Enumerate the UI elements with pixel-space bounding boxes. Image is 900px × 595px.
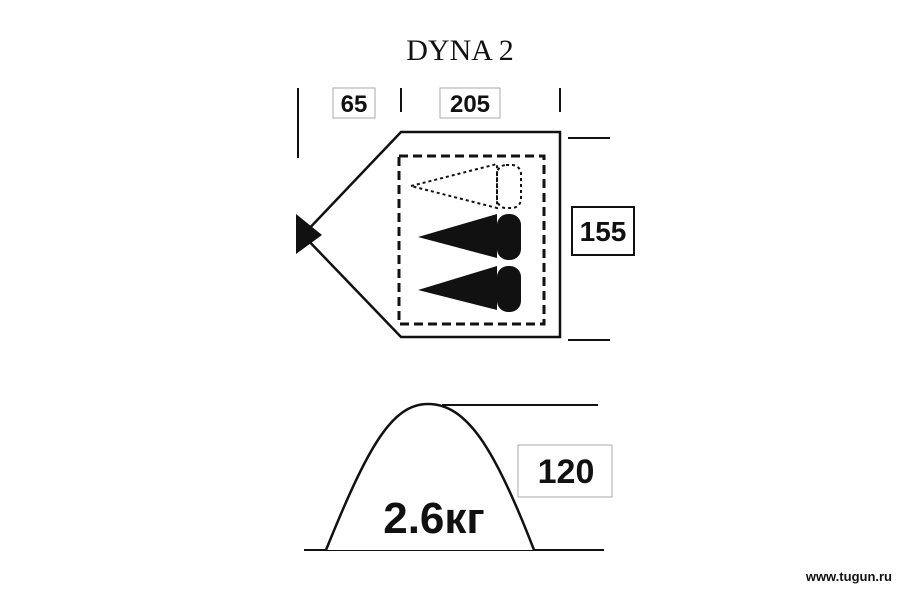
sleeper-outline-dotted-icon bbox=[410, 162, 522, 210]
watermark-text: www.tugun.ru bbox=[805, 569, 892, 584]
tent-side-view: 2.6кг 120 bbox=[304, 402, 613, 551]
diagram-title: DYNA 2 bbox=[406, 34, 514, 67]
vestibule-dimension-label: 65 bbox=[341, 91, 368, 118]
entrance-arrow-icon bbox=[296, 214, 322, 254]
height-dimension-box bbox=[517, 444, 613, 498]
width-dimension-box bbox=[571, 206, 635, 256]
tent-dome-profile bbox=[324, 402, 536, 551]
length-dimension-label: 205 bbox=[450, 91, 490, 118]
width-dimension-label: 155 bbox=[580, 216, 627, 247]
length-dimension-box bbox=[439, 87, 501, 119]
height-dimension-label: 120 bbox=[538, 453, 595, 491]
weight-label: 2.6кг bbox=[383, 494, 485, 543]
sleeper-icon bbox=[418, 214, 521, 260]
sleeper-icon bbox=[418, 266, 521, 312]
inner-tent-outline bbox=[397, 154, 546, 326]
vestibule-dimension-box bbox=[332, 87, 376, 119]
tent-floor-plan: 65 205 155 bbox=[296, 87, 635, 341]
